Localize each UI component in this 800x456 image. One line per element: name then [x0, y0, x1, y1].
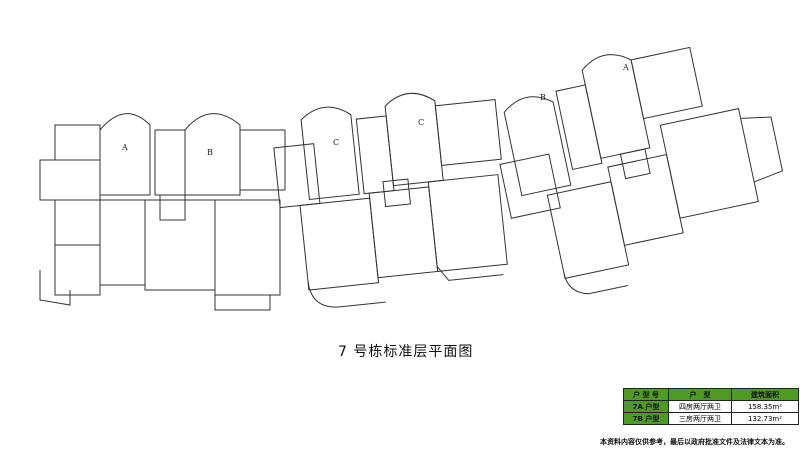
unit-marker-a: A	[622, 63, 629, 72]
plan-title: 7 号栋标准层平面图	[338, 344, 474, 360]
table-header-row: 户 型 号 户 型 建筑面积	[623, 388, 799, 401]
unit-marker-c: C	[333, 138, 339, 147]
unit-marker-a: A	[121, 143, 128, 152]
table-row: 7A 户型 四房两厅两卫 158.35m²	[623, 400, 799, 413]
floor-plan-drawing: A B C C B A	[39, 46, 784, 311]
unit-type: 7B 户型	[623, 412, 669, 425]
unit-type: 7A 户型	[623, 400, 669, 413]
middle-wing	[273, 92, 508, 308]
unit-area: 158.35m²	[731, 400, 799, 413]
table-row: 7B 户型 三房两厅两卫 132.73m²	[623, 412, 799, 425]
unit-marker-b: B	[207, 148, 213, 157]
unit-area-table: 户 型 号 户 型 建筑面积 7A 户型 四房两厅两卫 158.35m² 7B …	[623, 388, 799, 425]
unit-area: 132.73m²	[731, 412, 799, 425]
header-unit-type: 户 型 号	[623, 388, 669, 401]
unit-marker-c: C	[418, 118, 424, 127]
unit-layout: 三房两厅两卫	[668, 412, 732, 425]
right-wing	[499, 46, 784, 295]
unit-layout: 四房两厅两卫	[668, 400, 732, 413]
left-wing	[39, 113, 286, 311]
disclaimer: 本资料内容仅供参考，最后以政府批准文件及法律文本为准。	[600, 438, 789, 446]
unit-marker-b: B	[540, 93, 546, 102]
header-layout: 户 型	[668, 388, 732, 401]
header-area: 建筑面积	[731, 388, 799, 401]
